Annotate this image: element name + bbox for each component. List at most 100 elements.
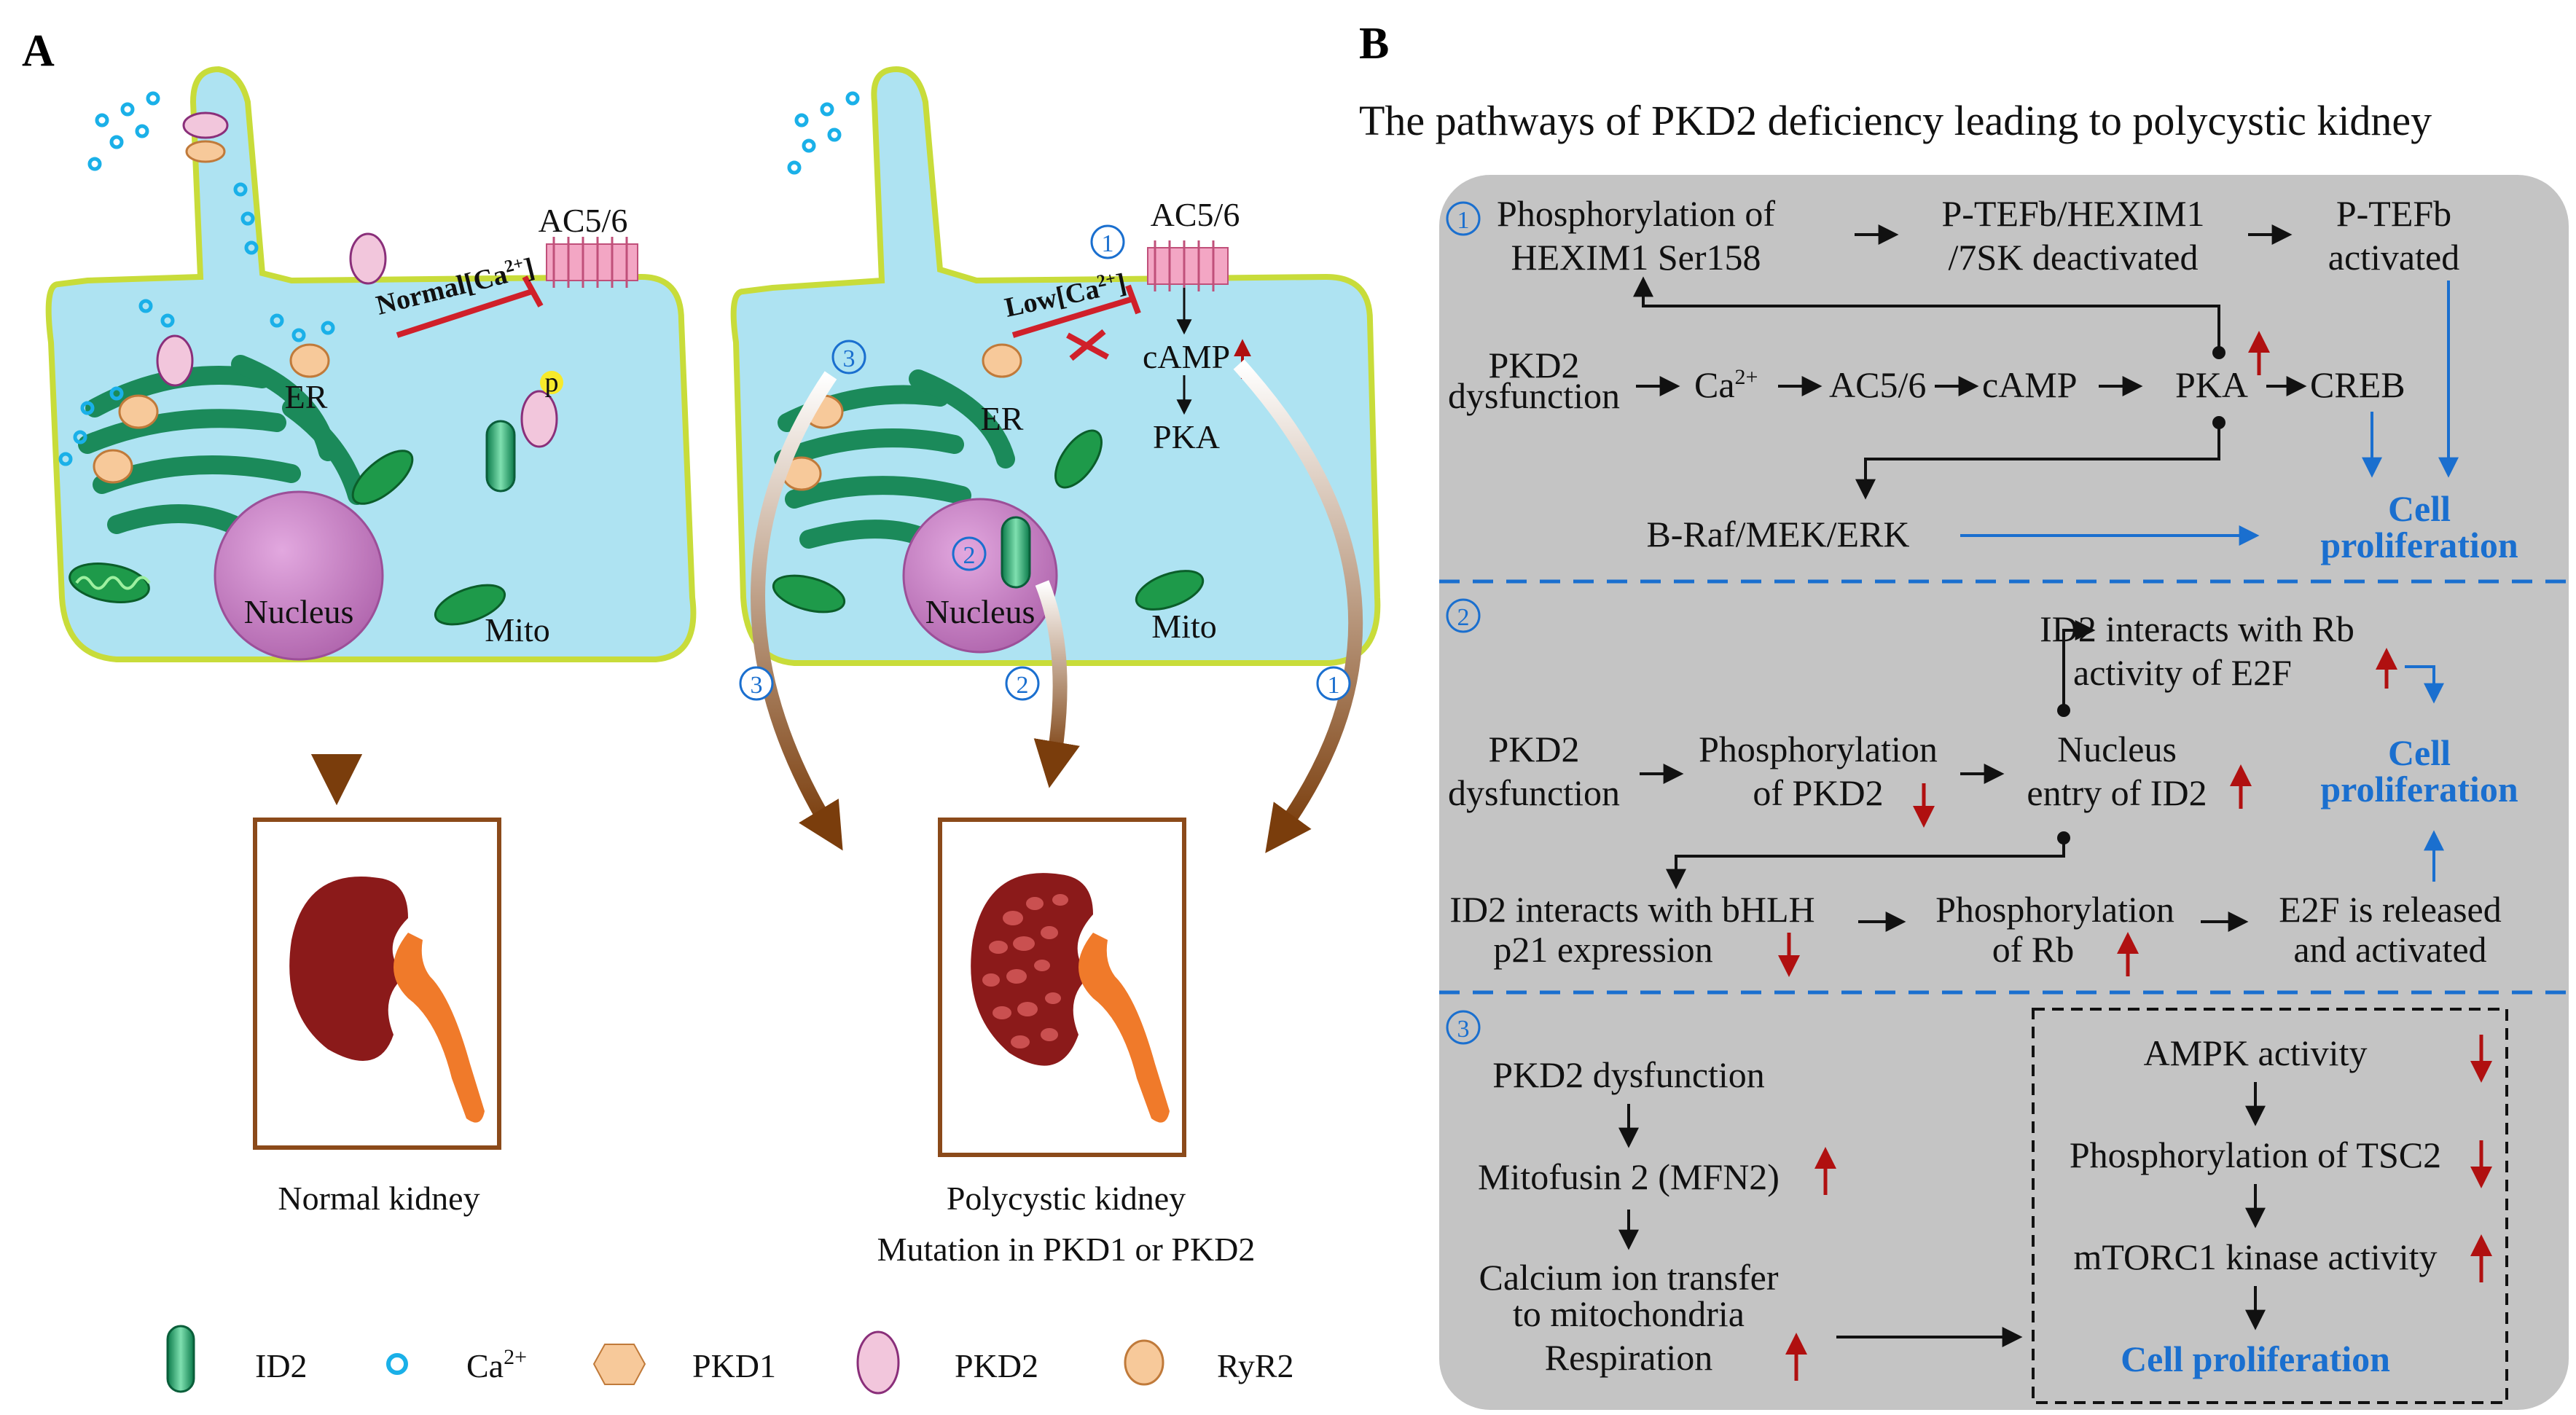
arrow-id2rb-cell xyxy=(2405,665,2444,704)
phospho-label: p xyxy=(545,367,559,398)
phospho-dot xyxy=(540,371,563,394)
node-phos-rb-1: Phosphorylation xyxy=(1935,889,2174,930)
node-e2f-1: E2F is released xyxy=(2279,889,2501,930)
arrow-pka-braf xyxy=(1855,423,2220,500)
s2-cell-prolif-2: proliferation xyxy=(2320,769,2518,810)
mutant-camp-label: cAMP xyxy=(1143,338,1230,375)
mutant-inhibition-bar xyxy=(1125,284,1141,315)
mutant-mito-1 xyxy=(772,574,846,614)
node-ptefb-hexim-2: /7SK deactivated xyxy=(1949,237,2199,278)
mutant-pka-label: PKA xyxy=(1153,418,1220,455)
normal-er-label: ER xyxy=(285,378,328,415)
node-ca: Ca2+ xyxy=(1694,364,1758,405)
pathway-1-marker xyxy=(1316,666,1351,701)
cilium-pkd2 xyxy=(182,111,229,139)
pathway-1-arrow xyxy=(1233,359,1363,853)
node-hexim-2: HEXIM1 Ser158 xyxy=(1511,237,1761,278)
arrow-pka-hexim xyxy=(1633,276,2220,353)
mutant-marker-3 xyxy=(831,340,866,375)
node-bhlh-1: ID2 interacts with bHLH xyxy=(1449,889,1814,930)
section-2-marker xyxy=(1446,598,1481,633)
section-3-marker xyxy=(1446,1010,1481,1045)
mutant-mito-3 xyxy=(1135,570,1205,611)
node-s2-pkd2-1: PKD2 xyxy=(1488,729,1579,769)
node-ptefb-2: activated xyxy=(2328,237,2459,278)
node-ca-transfer-2: to mitochondria xyxy=(1513,1293,1745,1334)
node-creb: CREB xyxy=(2310,364,2405,405)
pathway-2-marker-num: 2 xyxy=(1017,672,1029,699)
normal-id2 xyxy=(485,420,516,493)
s1-cell-prolif-1: Cell xyxy=(2388,488,2451,529)
s3-cell-prolif: Cell proliferation xyxy=(2121,1338,2390,1379)
mutant-marker-3-num: 3 xyxy=(843,345,856,372)
pathway-2-arrow xyxy=(1033,580,1080,788)
pathway-3-marker xyxy=(739,666,774,701)
node-ptefb-hexim-1: P-TEFb/HEXIM1 xyxy=(1941,193,2204,234)
s1-cell-prolif-2: proliferation xyxy=(2320,525,2518,565)
legend-pkd1-label: PKD1 xyxy=(692,1347,776,1384)
pka-branch-dot-top xyxy=(2212,346,2225,359)
node-nucleus-entry-2: entry of ID2 xyxy=(2027,772,2207,813)
pathway-3-marker-num: 3 xyxy=(751,672,763,699)
mutant-marker-1-num: 1 xyxy=(1102,230,1114,257)
node-s1-pkd2-2: dysfunction xyxy=(1448,375,1620,416)
legend-ca-label: Ca2+ xyxy=(466,1345,527,1384)
normal-inhibition-bar xyxy=(522,275,544,307)
mutant-mito-2 xyxy=(1054,429,1103,489)
node-s2-pkd2-2: dysfunction xyxy=(1448,772,1620,813)
panel-b-letter: B xyxy=(1359,19,1389,68)
er-pkd2 xyxy=(156,334,194,387)
polycystic-kidney-caption-2: Mutation in PKD1 or PKD2 xyxy=(877,1231,1256,1268)
normal-mito-1 xyxy=(68,563,151,603)
panel-a-letter: A xyxy=(22,26,55,76)
polycystic-kidney-icon xyxy=(971,873,1170,1123)
node-bhlh-2: p21 expression xyxy=(1493,929,1712,970)
pkd1-icon xyxy=(592,1344,646,1385)
panel-b-title: The pathways of PKD2 deficiency leading … xyxy=(1359,97,2432,144)
normal-mito-2 xyxy=(351,450,414,505)
node-camp: cAMP xyxy=(1982,364,2078,405)
nucleus-branch-dot-top xyxy=(2057,704,2070,717)
id2-icon xyxy=(166,1325,195,1393)
normal-mito-label: Mito xyxy=(485,611,549,648)
node-ca-transfer-1: Calcium ion transfer xyxy=(1479,1257,1779,1298)
arrow-nucleus-id2rb xyxy=(2062,620,2096,710)
node-mfn2: Mitofusin 2 (MFN2) xyxy=(1478,1156,1780,1197)
mutant-mito-label: Mito xyxy=(1151,608,1216,645)
normal-ac56-label: AC5/6 xyxy=(539,202,628,239)
node-ptefb-1: P-TEFb xyxy=(2336,193,2451,234)
normal-nucleus xyxy=(214,490,384,661)
mutant-marker-1 xyxy=(1090,224,1125,259)
s2-cell-prolif-1: Cell xyxy=(2388,732,2451,773)
node-phos-pkd2-2: of PKD2 xyxy=(1753,772,1883,813)
mutant-block-x xyxy=(1066,329,1109,361)
calcium-icon xyxy=(386,1353,408,1375)
node-pka: PKA xyxy=(2175,364,2248,405)
section-1-marker xyxy=(1446,201,1481,236)
pathway-3-arrow xyxy=(751,371,843,851)
mutant-marker-2 xyxy=(952,536,987,571)
normal-kidney-icon xyxy=(289,877,485,1123)
node-phos-rb-2: of Rb xyxy=(1992,929,2075,970)
normal-inhibition-line xyxy=(396,289,533,338)
nucleus-branch-dot-bottom xyxy=(2057,831,2070,844)
node-ac56: AC5/6 xyxy=(1829,364,1926,405)
mutant-ac56-channel xyxy=(1147,240,1229,291)
polycystic-kidney-caption-1: Polycystic kidney xyxy=(947,1180,1186,1217)
pathway-section-3: 3 PKD2 dysfunction Mitofusin 2 (MFN2) Ca… xyxy=(1446,1008,2508,1404)
node-phos-pkd2-1: Phosphorylation xyxy=(1699,729,1938,769)
mutant-calcium-dots xyxy=(787,91,860,175)
cilium-pkd1 xyxy=(185,140,226,163)
section-2-marker-num: 2 xyxy=(1457,604,1470,631)
pkd2-icon xyxy=(856,1330,900,1395)
node-s1-pkd2-1: PKD2 xyxy=(1488,345,1579,385)
legend-ryr2-label: RyR2 xyxy=(1217,1347,1294,1384)
node-tsc2: Phosphorylation of TSC2 xyxy=(2070,1134,2441,1175)
ryr2-icon xyxy=(1124,1339,1164,1386)
legend-id2-label: ID2 xyxy=(255,1347,308,1384)
normal-kidney-caption: Normal kidney xyxy=(278,1180,479,1217)
node-nucleus-entry-1: Nucleus xyxy=(2057,729,2177,769)
section-3-marker-num: 3 xyxy=(1457,1016,1470,1043)
mutant-cell-membrane xyxy=(730,66,1381,666)
